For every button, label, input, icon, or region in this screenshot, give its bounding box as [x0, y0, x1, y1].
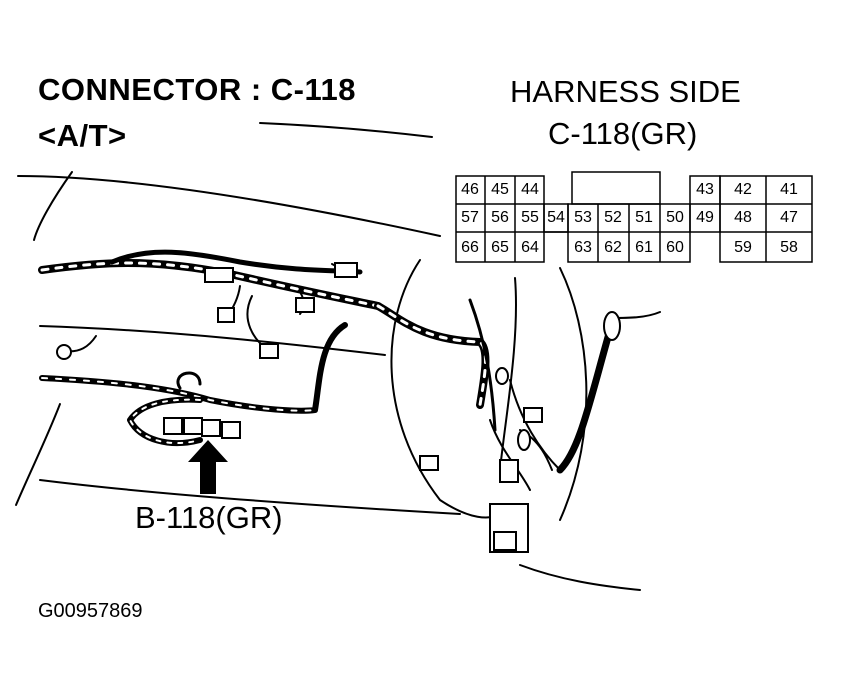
pin-label-43: 43	[696, 181, 714, 198]
dashboard-outline	[17, 175, 441, 237]
harness-connector-1	[204, 267, 234, 283]
dashboard-top-edge	[259, 122, 433, 138]
harness-connector-8	[499, 459, 519, 483]
harness-connector-7	[419, 455, 439, 471]
connector-title: CONNECTOR : C-118	[38, 72, 356, 107]
lower-harness-branch	[127, 396, 203, 446]
harness-connector-5	[259, 343, 279, 359]
b118-callout-arrow	[188, 440, 228, 494]
pin-label-59: 59	[734, 239, 752, 256]
pin-label-55: 55	[521, 209, 539, 226]
right-lead	[556, 326, 614, 474]
b118-connector-b	[183, 417, 203, 435]
harness-connector-id: C-118(GR)	[548, 116, 698, 151]
dash-panel-bottom	[39, 479, 461, 515]
pin-label-44: 44	[521, 181, 539, 198]
pin-label-42: 42	[734, 181, 752, 198]
harness-connector-2	[334, 262, 358, 278]
pin-label-61: 61	[635, 239, 653, 256]
pin-label-49: 49	[696, 209, 714, 226]
harness-side-label: HARNESS SIDE	[510, 74, 741, 109]
variant-label: <A/T>	[38, 118, 127, 153]
column-connector-sub	[493, 531, 517, 551]
column-eyelet	[517, 429, 531, 451]
pin-label-50: 50	[666, 209, 684, 226]
b118-connector-a	[163, 417, 183, 435]
dashboard-left-edge	[33, 171, 73, 241]
pin-label-51: 51	[635, 209, 653, 226]
pin-label-41: 41	[780, 181, 798, 198]
dashboard-bottom-edge	[15, 403, 61, 506]
figure-id: G00957869	[38, 600, 143, 622]
lower-harness-inner	[41, 377, 316, 412]
column-lead	[468, 298, 497, 432]
harness-to-column	[374, 302, 490, 409]
pin-label-56: 56	[491, 209, 509, 226]
pin-label-54: 54	[547, 209, 565, 226]
pin-label-63: 63	[574, 239, 592, 256]
harness-connector-4	[217, 307, 235, 323]
pin-label-46: 46	[461, 181, 479, 198]
column-housing-outline	[390, 259, 501, 519]
b118-connector-label: B-118(GR)	[135, 500, 283, 535]
harness-connector-6	[523, 407, 543, 423]
pin-label-52: 52	[604, 209, 622, 226]
pin-label-64: 64	[521, 239, 539, 256]
lower-harness-loop	[176, 371, 202, 390]
pin-label-48: 48	[734, 209, 752, 226]
pin-label-53: 53	[574, 209, 592, 226]
pin-label-66: 66	[461, 239, 479, 256]
dashboard-lower-edge	[39, 325, 386, 356]
column-housing-right	[499, 277, 518, 471]
pin-label-62: 62	[604, 239, 622, 256]
pin-label-45: 45	[491, 181, 509, 198]
pin-label-58: 58	[780, 239, 798, 256]
pin-label-60: 60	[666, 239, 684, 256]
c118-connector-face	[455, 171, 813, 263]
c118-pin-labels: 46 45 44 43 42 41 57 56 55 54 53 52 51 50 49 48 47 66 65 64…	[461, 181, 798, 256]
b118-connector-c	[201, 419, 221, 437]
b118-connector-d	[221, 421, 241, 439]
ground-eyelet	[56, 344, 72, 360]
b118-connector-group	[163, 417, 241, 439]
column-housing-far-right	[559, 267, 588, 521]
firewall-edge	[519, 564, 641, 591]
harness-connector-3	[295, 297, 315, 313]
column-eyelet-2	[495, 367, 509, 385]
pin-label-47: 47	[780, 209, 798, 226]
pin-label-65: 65	[491, 239, 509, 256]
grommet	[603, 311, 621, 341]
pin-label-57: 57	[461, 209, 479, 226]
